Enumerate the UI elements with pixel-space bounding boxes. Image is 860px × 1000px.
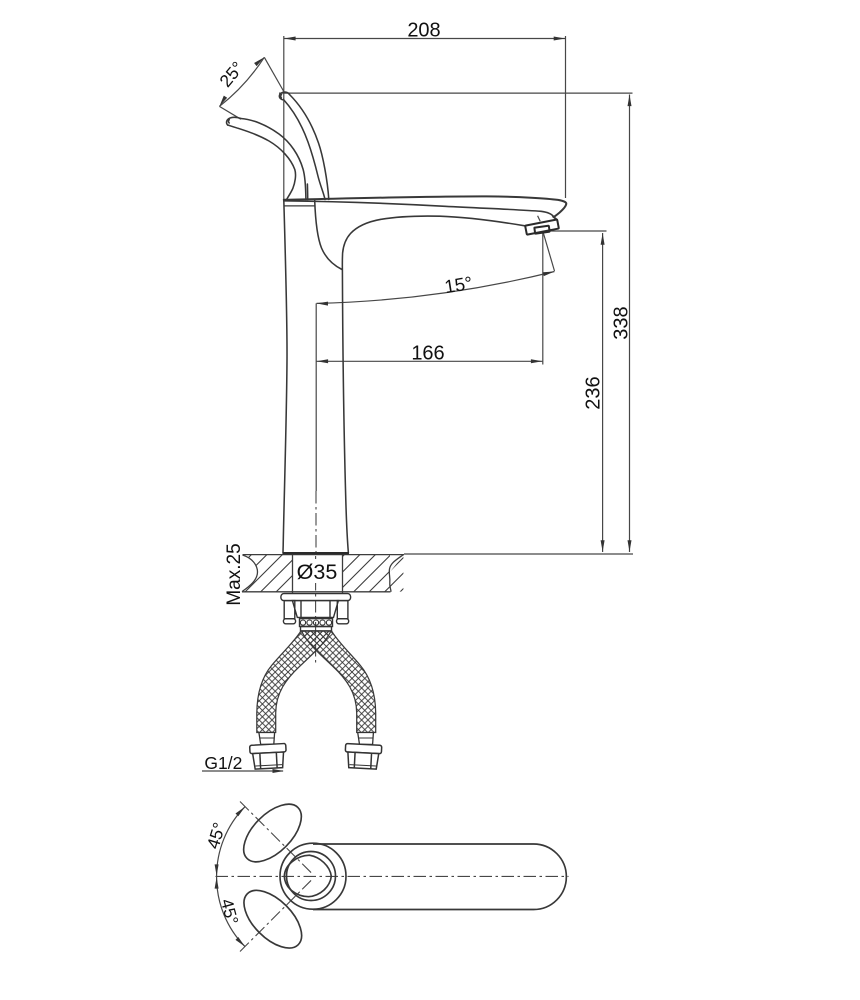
svg-text:Ø35: Ø35 bbox=[297, 560, 338, 584]
svg-text:Max.25: Max.25 bbox=[224, 543, 245, 605]
svg-text:166: 166 bbox=[411, 342, 444, 364]
svg-text:338: 338 bbox=[611, 306, 633, 339]
svg-text:236: 236 bbox=[583, 376, 605, 409]
svg-text:15°: 15° bbox=[443, 272, 474, 297]
svg-text:G1/2: G1/2 bbox=[204, 753, 242, 773]
svg-text:208: 208 bbox=[407, 20, 440, 42]
